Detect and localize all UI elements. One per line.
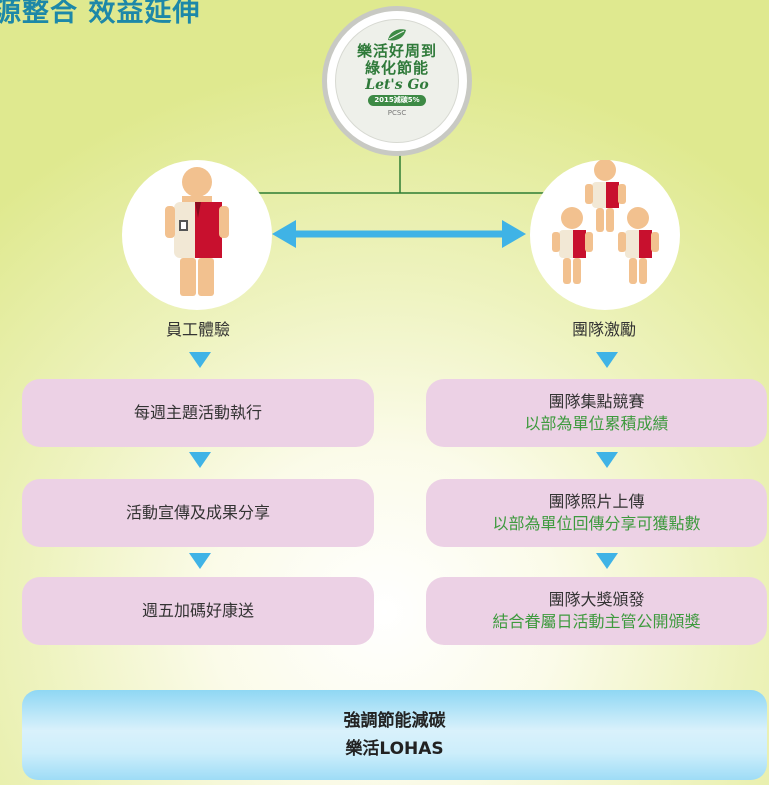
step-title: 團隊集點競賽 xyxy=(548,392,645,411)
employee-label: 員工體驗 xyxy=(165,320,230,339)
summary-line-2: 樂活LOHAS xyxy=(345,739,444,759)
team-circle xyxy=(530,160,680,310)
badge-slogan: Let's Go xyxy=(365,77,429,93)
step-title: 團隊大獎頒發 xyxy=(548,590,645,609)
step-title: 團隊照片上傳 xyxy=(548,492,645,511)
right-step-box: 團隊集點競賽 以部為單位累積成績 xyxy=(426,379,767,447)
page-title: 源整合 效益延伸 xyxy=(0,0,201,28)
summary-line-1: 強調節能減碳 xyxy=(343,711,446,731)
campaign-badge: 樂活好周到 綠化節能 Let's Go 2015減碳5% PCSC xyxy=(322,6,472,156)
down-arrow-icon xyxy=(189,553,211,569)
badge-mark: PCSC xyxy=(387,109,407,117)
badge-line-1: 樂活好周到 xyxy=(356,42,437,60)
right-step-box: 團隊大獎頒發 結合眷屬日活動主管公開頒獎 xyxy=(426,577,767,645)
step-title: 週五加碼好康送 xyxy=(141,601,254,620)
step-subtitle: 結合眷屬日活動主管公開頒獎 xyxy=(492,612,701,631)
double-arrow-icon xyxy=(272,220,526,248)
summary-banner: 強調節能減碳 樂活LOHAS xyxy=(22,690,767,780)
left-step-box: 週五加碼好康送 xyxy=(22,577,374,645)
left-step-box: 活動宣傳及成果分享 xyxy=(22,479,374,547)
down-arrow-icon xyxy=(596,452,618,468)
down-arrow-icon xyxy=(596,352,618,368)
step-title: 活動宣傳及成果分享 xyxy=(125,503,270,522)
employee-icon xyxy=(165,167,229,296)
employee-circle xyxy=(122,160,272,310)
badge-pill: 2015減碳5% xyxy=(368,95,426,106)
down-arrow-icon xyxy=(189,452,211,468)
step-title: 每週主題活動執行 xyxy=(133,403,262,422)
team-label: 團隊激勵 xyxy=(571,320,636,339)
left-step-box: 每週主題活動執行 xyxy=(22,379,374,447)
team-icon xyxy=(552,160,659,284)
step-subtitle: 以部為單位累積成績 xyxy=(524,414,669,433)
down-arrow-icon xyxy=(189,352,211,368)
step-subtitle: 以部為單位回傳分享可獲點數 xyxy=(492,514,701,533)
right-step-box: 團隊照片上傳 以部為單位回傳分享可獲點數 xyxy=(426,479,767,547)
down-arrow-icon xyxy=(596,553,618,569)
leaf-icon xyxy=(388,29,406,41)
badge-line-2: 綠化節能 xyxy=(364,59,429,77)
